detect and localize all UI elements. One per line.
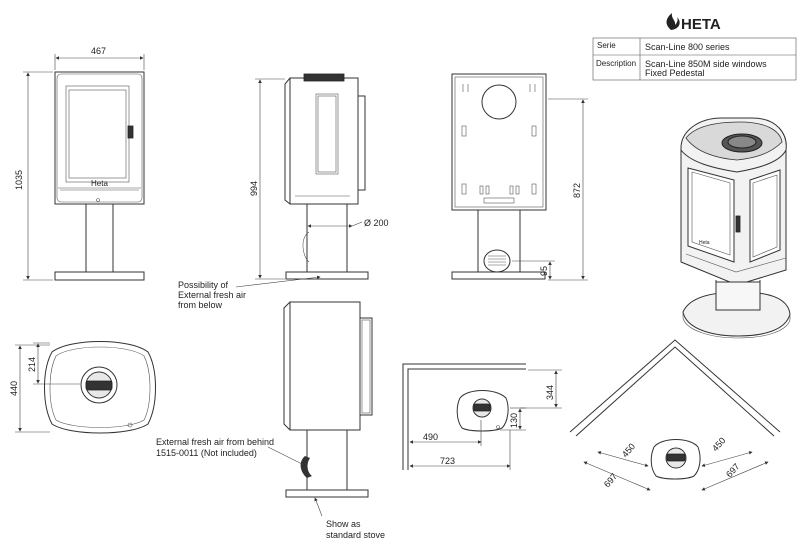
corner-placement-wall: 490 723 344 130 [402,363,562,470]
note-behind-line1: External fresh air from behind [156,437,274,447]
back-view: 872 95 [451,73,588,281]
dim-offset-214: 214 [27,357,37,372]
note-behind-line2: 1515-0011 (Not included) [156,448,257,458]
note-below-line2: External fresh air [178,290,246,300]
dim-width-467: 467 [91,46,106,56]
title-block: Serie Scan-Line 800 series Description S… [592,37,797,81]
badge-3d: Heta [699,240,710,246]
dim-diameter-200: Ø 200 [364,218,389,228]
dim-height-872: 872 [572,183,582,198]
note-fresh-air-below: Possibility of External fresh air from b… [178,275,321,310]
note-standard-stove: Show as standard stove [314,497,385,540]
title-label-serie: Serie [597,41,616,50]
side-view: 994 Ø 200 [249,73,389,280]
dim-wall-344: 344 [545,385,555,400]
corner-placement-diagonal: 450 450 697 697 [569,339,781,491]
dim-diag-450-right: 450 [710,435,727,453]
heta-logo: HETA [666,13,721,33]
dim-height-994: 994 [249,181,259,196]
note-below-line3: from below [178,300,223,310]
note-fresh-air-behind: External fresh air from behind 1515-0011… [156,437,305,466]
note-stove-line2: standard stove [326,530,385,540]
dim-wall-130: 130 [509,413,519,428]
dim-depth-440: 440 [9,381,19,396]
dim-vent-height-95: 95 [539,266,549,276]
front-badge: Heta [91,179,108,188]
dim-height-1035: 1035 [14,170,24,190]
dim-wall-723: 723 [440,456,455,466]
side-view-rear-air [283,301,373,498]
front-view: Heta 467 1035 [14,46,145,281]
title-label-description: Description [596,59,636,68]
door-handle [127,125,134,139]
brand-name: HETA [681,16,721,33]
note-stove-line1: Show as [326,519,361,529]
stove-3d-illustration: Heta [680,117,791,339]
dim-wall-490: 490 [423,432,438,442]
top-view: 214 440 [9,341,156,434]
note-below-line1: Possibility of [178,280,229,290]
dim-diag-450-left: 450 [620,441,637,459]
title-value-serie: Scan-Line 800 series [645,42,730,52]
dim-diag-697-left: 697 [602,471,619,489]
flame-icon [666,13,680,30]
dim-diag-697-right: 697 [724,461,741,479]
